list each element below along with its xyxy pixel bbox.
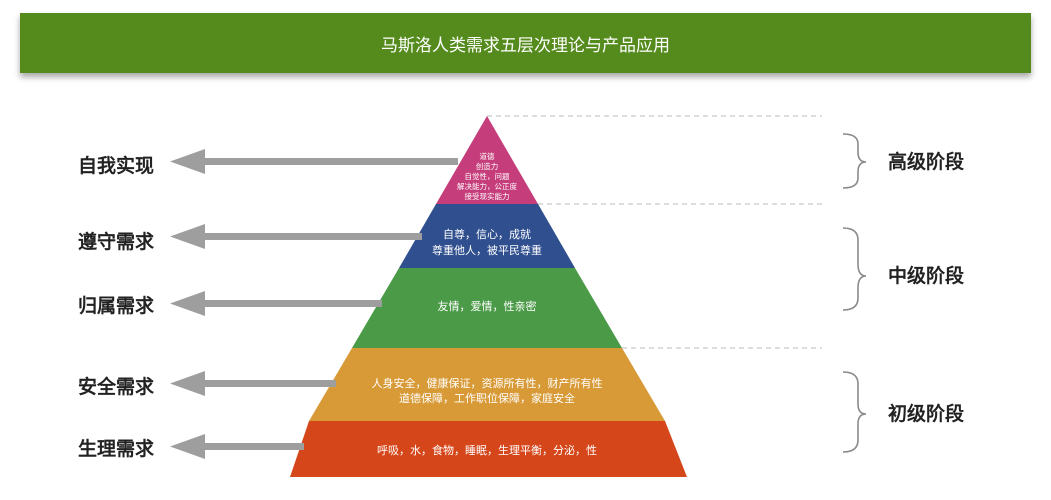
layer-line: 尊重他人，被平民尊重 [432, 244, 542, 257]
layer-line: 道德保障，工作职位保障，家庭安全 [399, 392, 575, 405]
layer-text-belonging: 友情，爱情，性亲密 [438, 299, 537, 315]
layer-line: 道德 [479, 152, 495, 161]
need-label-physiological: 生理需求 [78, 438, 155, 460]
need-label-belonging: 归属需求 [78, 295, 155, 317]
stage-braces [842, 133, 867, 453]
layer-line: 解决能力，公正度 [457, 182, 517, 191]
layer-text-self-actualization: 道德 创造力 自觉性，问题 解决能力，公正度 接受现实能力 [457, 152, 517, 202]
stage-dividers [487, 115, 822, 349]
brace-high [842, 133, 867, 189]
brace-low [842, 371, 867, 453]
diagram-title: 马斯洛人类需求五层次理论与产品应用 [381, 35, 670, 56]
need-arrows [170, 149, 458, 459]
stage-label-mid: 中级阶段 [888, 265, 965, 287]
layer-safety [309, 348, 665, 421]
stage-label-low: 初级阶段 [888, 403, 965, 425]
layer-text-safety: 人身安全，健康保证，资源所有性，财产所有性 道德保障，工作职位保障，家庭安全 [372, 376, 603, 406]
arrow-safety [170, 371, 336, 396]
layer-line: 友情，爱情，性亲密 [437, 300, 537, 313]
arrow-esteem [170, 224, 422, 249]
need-label-esteem: 遵守需求 [78, 231, 155, 253]
layer-text-physiological: 呼吸，水，食物，睡眠，生理平衡，分泌，性 [377, 443, 597, 459]
arrow-physiological [170, 434, 304, 459]
layer-line: 创造力 [475, 162, 499, 171]
need-label-self-actualization: 自我实现 [78, 155, 155, 177]
layer-belonging [352, 268, 622, 348]
need-label-safety: 安全需求 [78, 376, 155, 398]
arrow-self-actualization [170, 149, 458, 174]
layer-self-actualization [436, 116, 538, 204]
title-banner: 马斯洛人类需求五层次理论与产品应用 [20, 13, 1031, 73]
layer-line: 自觉性，问题 [464, 172, 510, 181]
brace-mid [842, 227, 867, 311]
arrow-belonging [170, 291, 382, 316]
layer-physiological [290, 421, 687, 477]
stage-label-high: 高级阶段 [888, 151, 965, 173]
layer-text-esteem: 自尊，信心，成就 尊重他人，被平民尊重 [432, 227, 542, 259]
layer-line: 接受现实能力 [464, 192, 510, 201]
layer-line: 人身安全，健康保证，资源所有性，财产所有性 [371, 377, 603, 390]
layer-line: 自尊，信心，成就 [443, 228, 531, 241]
layer-line: 呼吸，水，食物，睡眠，生理平衡，分泌，性 [377, 444, 597, 457]
layer-esteem [399, 204, 575, 268]
